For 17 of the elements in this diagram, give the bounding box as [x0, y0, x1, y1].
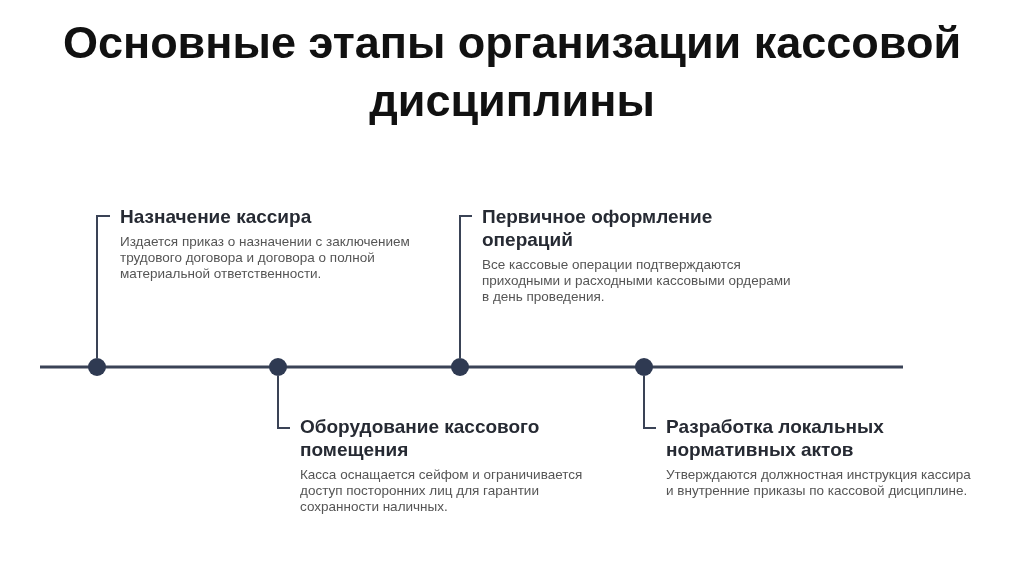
leader-line [459, 215, 473, 359]
step-description: Касса оснащается сейфом и ограничивается доступ посторонних лиц для гарантии сохранности наличных. [300, 467, 584, 515]
timeline-dot [451, 358, 469, 376]
step-description: Издается приказ о назначении с заключением трудового договора и договора о полной материальной ответственности. [120, 234, 411, 282]
leader-line [277, 375, 291, 429]
timeline-dot [88, 358, 106, 376]
step-heading: Оборудование кассового помещения [300, 415, 541, 461]
timeline-dot [635, 358, 653, 376]
step-heading: Назначение кассира [120, 205, 313, 228]
step-description: Утверждаются должностная инструкция кассира и внутренние приказы по кассовой дисциплине. [666, 467, 972, 499]
step-heading: Разработка локальных нормативных актов [666, 415, 885, 461]
timeline-dot [269, 358, 287, 376]
step-description: Все кассовые операции подтверждаются приходными и расходными кассовыми ордерами в день проведения. [482, 257, 792, 305]
title: Основные этапы организации кассовой дисциплины [61, 16, 963, 128]
leader-line [643, 375, 657, 429]
step-heading: Первичное оформление операций [482, 205, 714, 251]
leader-line [96, 215, 111, 359]
